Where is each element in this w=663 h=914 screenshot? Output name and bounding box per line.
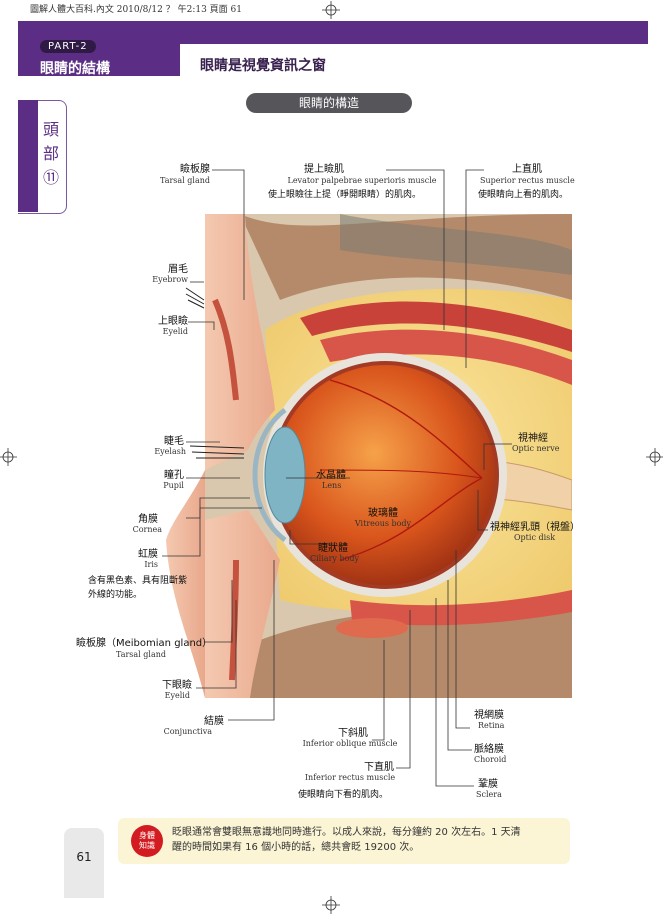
body-knowledge-box (118, 818, 570, 864)
tip-line2: 醒的時間如果有 16 個小時的話，總共會眨 19200 次。 (172, 842, 420, 853)
section-title: 眼睛是視覺資訊之窗 (200, 58, 326, 74)
label-tarsal-gland-bottom-en: Tarsal gland (116, 650, 167, 659)
label-conjunctiva-en: Conjunctiva (163, 727, 212, 736)
label-iris-note-2: 外線的功能。 (88, 590, 143, 600)
label-eyebrow: 眉毛 (168, 264, 188, 275)
tip-line1: 眨眼通常會雙眼無意識地同時進行。以成人來說，每分鐘約 20 次左右。1 天清 (172, 827, 521, 838)
label-optic-nerve-en: Optic nerve (512, 444, 560, 453)
label-eyebrow-en: Eyebrow (152, 275, 188, 284)
label-ciliary: 睫狀體 (318, 543, 348, 554)
side-tab-text: 頭 部 ⑪ (40, 118, 62, 190)
label-sclera: 鞏膜 (478, 779, 498, 790)
anatomy-panel (205, 214, 572, 698)
label-tarsal-gland-top-en: Tarsal gland (159, 176, 210, 185)
tarsal-plate-lower (229, 559, 239, 681)
label-lens: 水晶體 (316, 470, 346, 481)
side-tab-line2: 部 (42, 144, 59, 163)
lower-eyelid-shape (205, 510, 280, 698)
side-tab-line3: ⑪ (42, 168, 59, 187)
label-lower-eyelid-en: Eyelid (164, 691, 190, 700)
leader-lines (162, 169, 512, 787)
retinal-vessel (339, 477, 483, 561)
label-optic-disk: 視神經乳頭（視盤） (490, 522, 580, 533)
label-sclera-en: Sclera (476, 790, 502, 799)
page-number-tab (64, 828, 104, 898)
label-levator: 提上瞼肌 (304, 164, 344, 175)
label-choroid-en: Choroid (474, 755, 507, 764)
lens-shape (264, 426, 306, 524)
body-knowledge-text: 眨眼通常會雙眼無意識地同時進行。以成人來說，每分鐘約 20 次左右。1 天清 醒… (172, 825, 564, 855)
label-choroid: 脈絡膜 (474, 744, 504, 755)
side-tab-line1: 頭 (42, 120, 59, 139)
label-optic-nerve: 視神經 (518, 433, 548, 444)
cranial-layer (340, 214, 572, 275)
eyelash-hairs (189, 445, 245, 459)
label-iris: 虹膜 (138, 549, 158, 560)
body-knowledge-badge: 身體 知識 (131, 825, 163, 857)
retinal-vessel (319, 469, 483, 479)
figure-title: 眼睛的構造 (246, 93, 412, 113)
badge-line1: 身體 (139, 831, 155, 840)
part-title: 眼睛的結構 (40, 61, 110, 77)
skin-profile-lower (166, 540, 205, 698)
label-inferior-oblique: 下斜肌 (338, 728, 368, 739)
skin-profile (166, 214, 205, 540)
label-superior-rectus: 上直肌 (512, 164, 542, 175)
vitreous-shape (275, 365, 495, 585)
label-cornea: 角膜 (138, 514, 158, 525)
label-retina-en: Retina (478, 721, 505, 730)
label-upper-eyelid: 上眼瞼 (158, 316, 188, 327)
header-wedge (180, 44, 648, 76)
label-superior-rectus-en: Superior rectus muscle (480, 176, 575, 185)
levator-muscle-shape (300, 301, 572, 352)
label-lens-en: Lens (322, 481, 342, 490)
label-retina: 視網膜 (474, 710, 504, 721)
label-ciliary-en: Ciliary body (310, 554, 360, 563)
label-lower-eyelid: 下眼瞼 (162, 680, 192, 691)
label-optic-disk-en: Optic disk (514, 533, 556, 542)
eyebrow-hairs (185, 287, 205, 309)
label-pupil: 瞳孔 (164, 470, 184, 481)
label-superior-rectus-note: 使眼睛向上看的肌肉。 (478, 190, 569, 200)
orbital-floor-bone (240, 606, 572, 698)
side-tab-bar (18, 100, 38, 212)
label-tarsal-gland-top: 瞼板腺 (180, 164, 210, 175)
label-tarsal-gland-bottom: 瞼板腺（Meibomian gland） (76, 638, 213, 649)
label-levator-note: 使上眼瞼往上提（睜開眼睛）的肌肉。 (268, 190, 422, 200)
label-vitreous: 玻璃體 (368, 508, 398, 519)
label-inferior-oblique-en: Inferior oblique muscle (302, 739, 398, 748)
label-iris-note-1: 含有黑色素、具有阻斷紫 (88, 576, 188, 586)
label-conjunctiva: 結膜 (204, 716, 224, 727)
inferior-oblique-shape (336, 618, 408, 638)
label-vitreous-en: Vitreous body (354, 519, 412, 528)
label-inferior-rectus-en: Inferior rectus muscle (304, 773, 396, 782)
part-label: PART-2 (40, 40, 96, 53)
badge-line2: 知識 (139, 841, 155, 850)
label-cornea-en: Cornea (132, 525, 162, 534)
label-levator-en: Levator palpebrae superioris muscle (287, 176, 437, 185)
label-inferior-rectus-note: 使眼睛向下看的肌肉。 (298, 790, 389, 800)
label-pupil-en: Pupil (163, 481, 184, 490)
tarsal-plate-upper (212, 298, 239, 401)
label-iris-en: Iris (144, 560, 158, 569)
cornea-shape (252, 408, 287, 542)
page-number: 61 (76, 850, 92, 864)
superior-rectus-shape (320, 329, 572, 385)
label-inferior-rectus: 下直肌 (364, 762, 394, 773)
retinal-vessel (329, 379, 483, 479)
upper-eyelid-shape (205, 214, 275, 470)
print-header: 圖解人體大百科.內文 2010/8/12 ？ 午2:13 頁面 61 (30, 5, 242, 15)
inferior-rectus-shape (350, 590, 572, 626)
label-eyelash-en: Eyelash (154, 447, 186, 456)
label-eyelash: 睫毛 (164, 436, 184, 447)
label-upper-eyelid-en: Eyelid (162, 327, 188, 336)
